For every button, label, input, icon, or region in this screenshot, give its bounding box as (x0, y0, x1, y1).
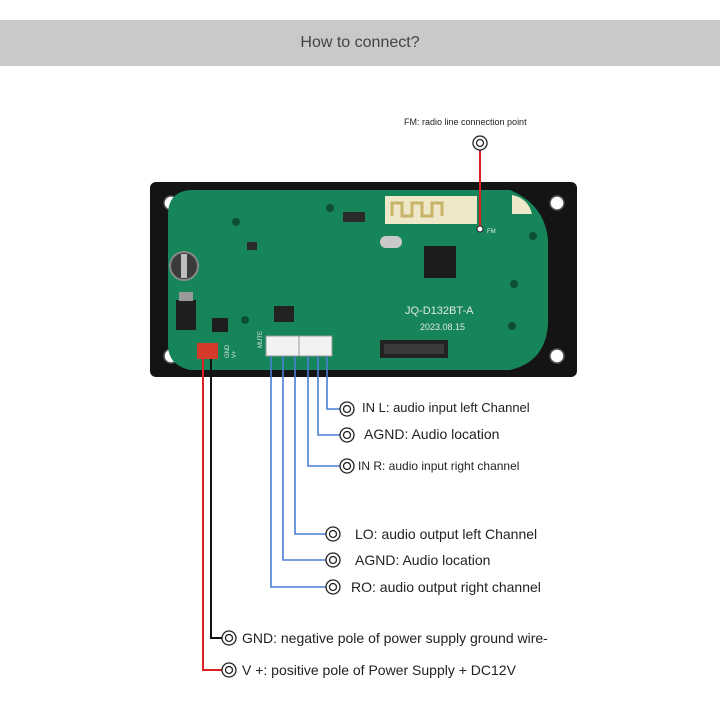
via-6 (529, 232, 537, 240)
label-in-l: IN L: audio input left Channel (362, 400, 530, 415)
via-2 (326, 204, 334, 212)
label-in-r: IN R: audio input right channel (358, 459, 520, 473)
mounting-hole-top-right (549, 195, 565, 211)
via-5 (508, 322, 516, 330)
label-ro: RO: audio output right channel (351, 579, 541, 595)
silk-fm-text: FM (487, 229, 496, 235)
wire-ro (270, 356, 326, 588)
chip-small-1 (212, 318, 228, 332)
terminal-ring-icon (325, 526, 341, 542)
terminal-ring-icon (339, 401, 355, 417)
power-connector (197, 343, 218, 359)
label-agnd-in: AGND: Audio location (364, 426, 500, 442)
pcb-board (168, 190, 548, 370)
wire-agnd-out (282, 356, 326, 561)
via-4 (510, 280, 518, 288)
board-date-text: 2023.08.15 (420, 322, 465, 332)
terminal-ring-icon (221, 630, 237, 646)
output-connector (298, 335, 333, 357)
via-3 (241, 316, 249, 324)
regulator-tab (179, 292, 193, 301)
page-title: How to connect? (300, 34, 420, 51)
silk-vplus-text: V+ (232, 350, 238, 358)
wire-lo (294, 356, 326, 535)
chip-small-2 (247, 242, 257, 250)
terminal-ring-icon (325, 579, 341, 595)
via-1 (232, 218, 240, 226)
chip-small-4 (343, 212, 365, 222)
label-agnd-out: AGND: Audio location (355, 552, 491, 568)
wire-in-r (307, 356, 340, 467)
sd-card-slot-inner (384, 344, 444, 354)
header-bar: How to connect? (0, 20, 720, 66)
label-lo: LO: audio output left Channel (355, 526, 538, 542)
wire-in-l (326, 356, 340, 410)
crystal (380, 236, 402, 248)
wire-vplus (202, 359, 222, 671)
label-fm: FM: radio line connection point (404, 117, 527, 127)
mounting-hole-bottom-right (549, 348, 565, 364)
antenna-pad (512, 195, 532, 214)
terminal-ring-icon (339, 458, 355, 474)
chip-small-3 (274, 306, 294, 322)
capacitor-marking (181, 254, 187, 278)
terminal-ring-icon (472, 135, 488, 151)
label-vplus: V +: positive pole of Power Supply + DC1… (242, 662, 516, 678)
silk-gnd-text: GND (225, 344, 231, 358)
fm-pad (476, 225, 484, 233)
input-connector (265, 335, 300, 357)
wire-agnd-in (317, 356, 340, 436)
board-model-text: JQ-D132BT-A (405, 305, 474, 317)
terminal-ring-icon (325, 552, 341, 568)
wire-gnd (210, 359, 222, 639)
main-chip (424, 246, 456, 278)
silk-mute-text: MUTE (258, 331, 264, 348)
antenna-trace (390, 201, 444, 218)
label-gnd: GND: negative pole of power supply groun… (242, 630, 548, 646)
voltage-regulator (176, 300, 196, 330)
terminal-ring-icon (221, 662, 237, 678)
terminal-ring-icon (339, 427, 355, 443)
